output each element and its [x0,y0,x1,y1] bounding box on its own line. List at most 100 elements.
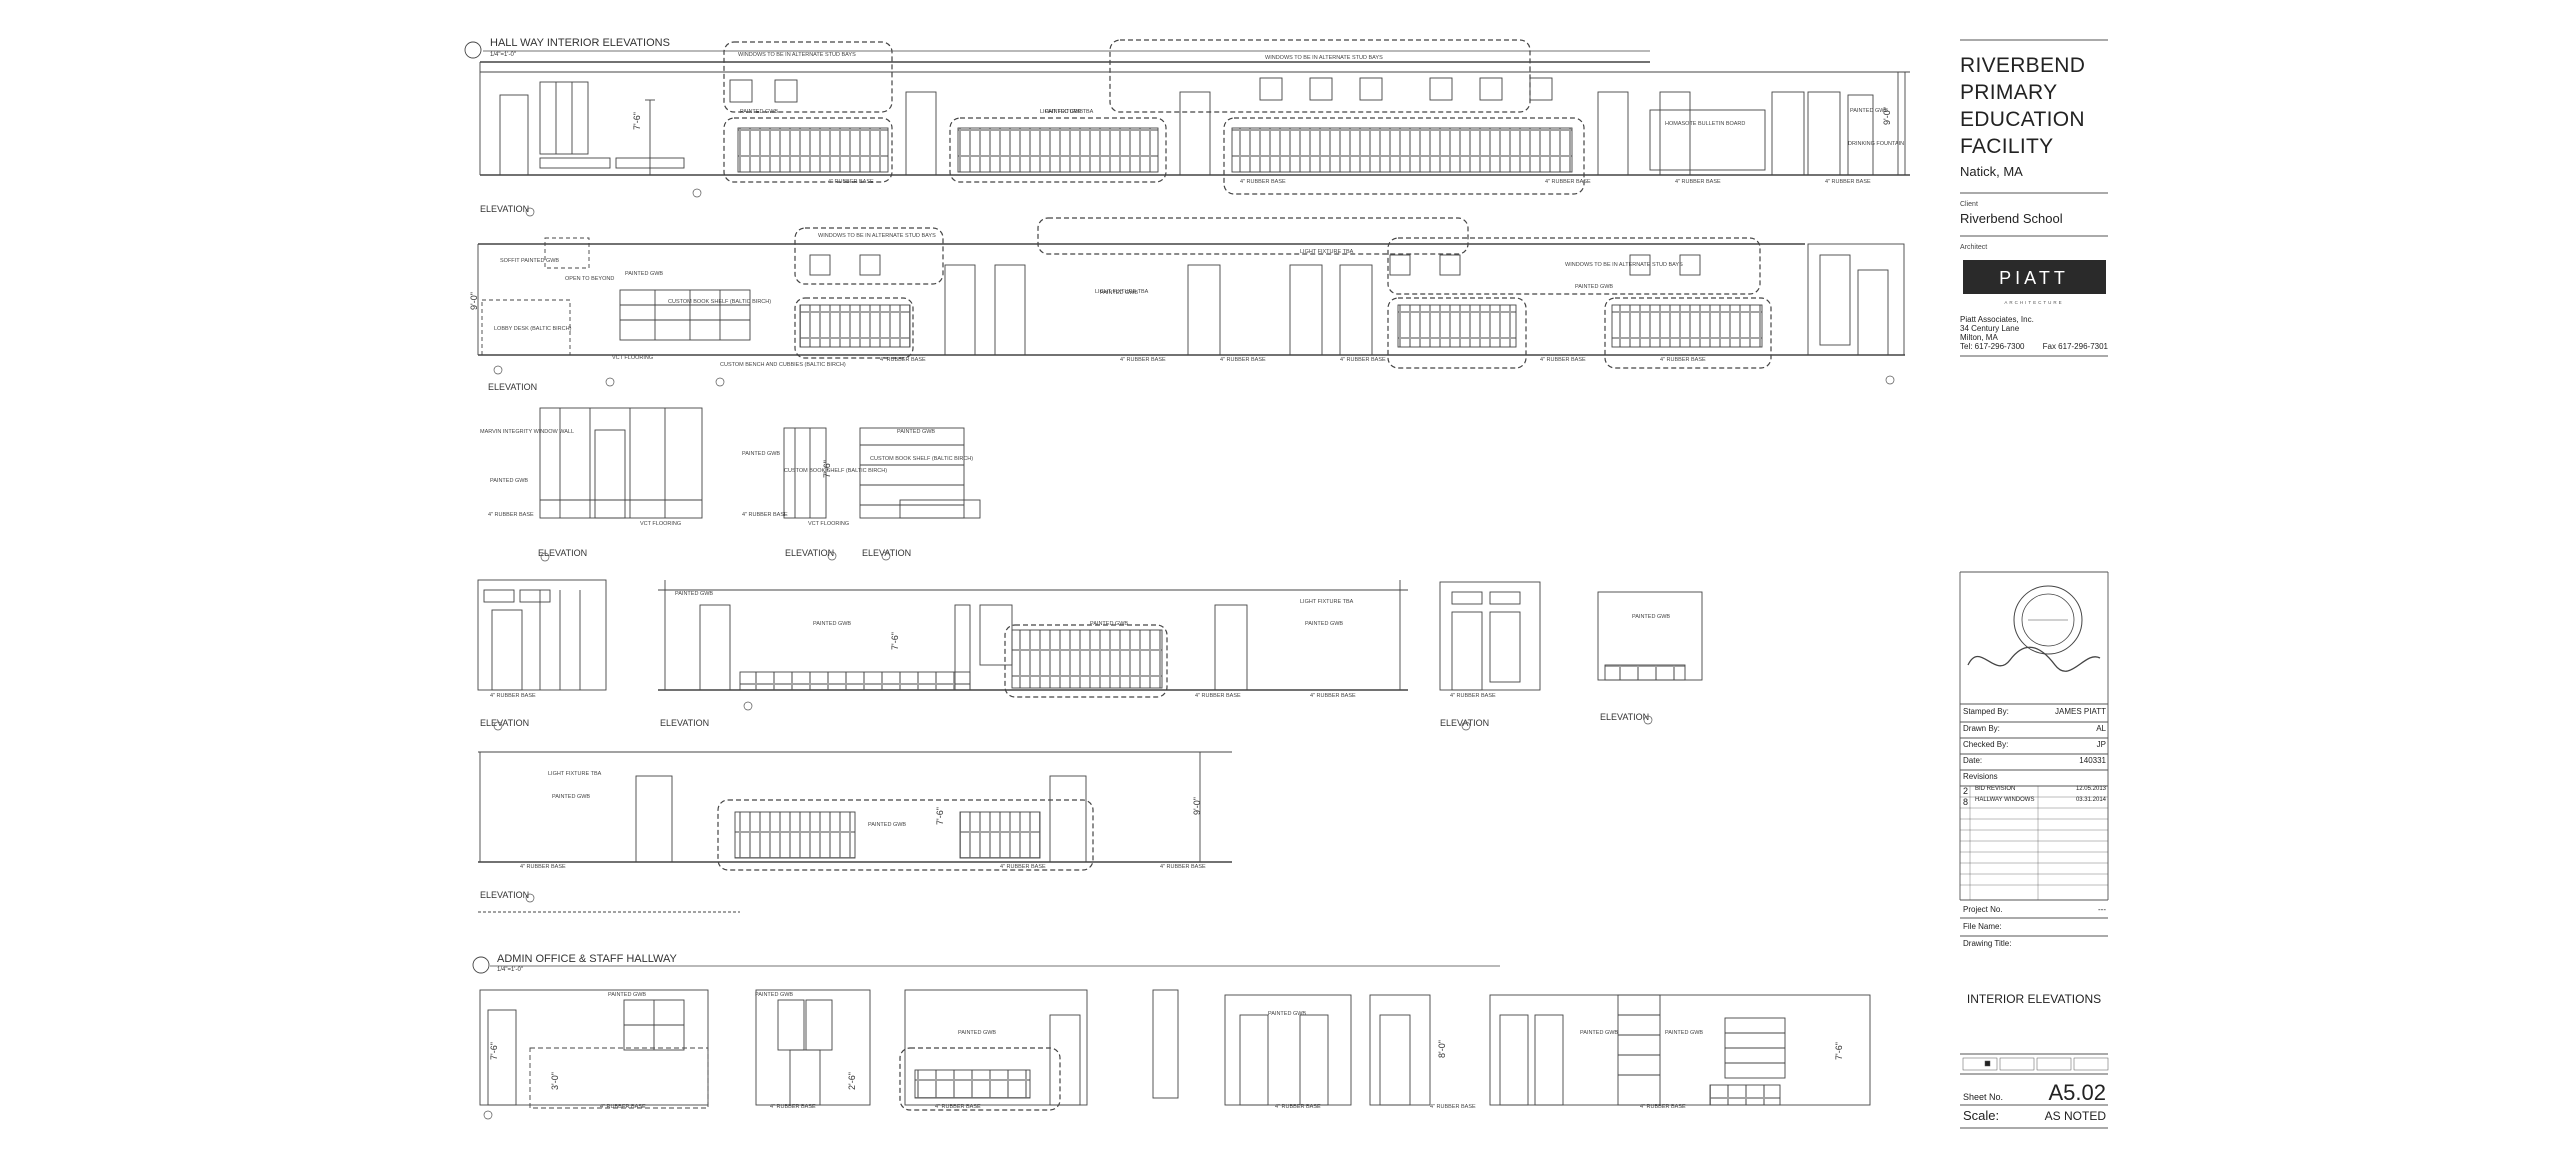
note-rubber-base: 4" RUBBER BASE [1450,693,1496,699]
drawing-title: INTERIOR ELEVATIONS [1966,992,2102,1006]
note-drinking: DRINKING FOUNTAIN [1848,141,1904,147]
note-painted-gwb: PAINTED GWB [675,591,713,597]
note-vct: VCT FLOORING [808,521,849,527]
note-rubber-base: 4" RUBBER BASE [935,1104,981,1110]
elevation-label: ELEVATION [862,548,911,558]
section1-scale: 1/4"=1'-0" [490,52,516,58]
elevation-row-1 [479,39,1910,195]
note-rubber-base: 4" RUBBER BASE [488,512,534,518]
note-rubber-base: 4" RUBBER BASE [1640,1104,1686,1110]
note-rubber-base: 4" RUBBER BASE [520,864,566,870]
revision-row: 8 HALLWAY WINDOWS 03.31.2014 [1963,797,2106,807]
client-name: Riverbend School [1960,211,2063,226]
file-name-row: File Name: [1963,922,2002,931]
dim-7-6: 7'-6" [822,460,832,478]
architect-logo [1963,260,2106,294]
note-rubber-base: 4" RUBBER BASE [770,1104,816,1110]
note-custom-bench: CUSTOM BENCH AND CUBBIES (BALTIC BIRCH) [720,362,846,368]
note-painted-gwb: PAINTED GWB [1090,621,1128,627]
dim-7-6: 7'-6" [935,807,945,825]
note-rubber-base: 4" RUBBER BASE [1195,693,1241,699]
note-marvin: MARVIN INTEGRITY WINDOW WALL [480,429,574,435]
note-painted-gwb: PAINTED GWB [608,992,646,998]
note-painted-gwb: PAINTED GWB [958,1030,996,1036]
note-painted-gwb: PAINTED GWB [1850,108,1888,114]
note-vct: VCT FLOORING [640,521,681,527]
note-painted-gwb: PAINTED GWB [625,271,663,277]
note-windows: WINDOWS TO BE IN ALTERNATE STUD BAYS [1565,262,1683,268]
elevation-label: ELEVATION [785,548,834,558]
note-painted-gwb: PAINTED GWB [552,794,590,800]
note-windows: WINDOWS TO BE IN ALTERNATE STUD BAYS [738,52,856,58]
dim-7-6: 7'-6" [632,112,642,130]
note-painted-gwb: PAINTED GWB [1632,614,1670,620]
dim-7-6: 7'-6" [1834,1042,1844,1060]
note-painted-gwb: PAINTED GWB [813,621,851,627]
note-painted-gwb: PAINTED GWB [490,478,528,484]
note-light-fixture: LIGHT FIXTURE TBA [1300,599,1354,605]
note-vct: VCT FLOORING [612,355,653,361]
note-rubber-base: 4" RUBBER BASE [742,512,788,518]
note-rubber-base: 4" RUBBER BASE [1675,179,1721,185]
elevation-row-2 [477,217,1905,369]
note-windows: WINDOWS TO BE IN ALTERNATE STUD BAYS [818,233,936,239]
project-location: Natick, MA [1960,164,2023,179]
dim-8-0: 8'-0" [1437,1040,1447,1058]
date-row: Date:140331 [1963,756,2106,765]
architect-fax: Fax 617-296-7301 [2042,342,2108,351]
project-name: RIVERBEND PRIMARY EDUCATION FACILITY [1960,54,2086,158]
note-rubber-base: 4" RUBBER BASE [1120,357,1166,363]
note-painted-gwb: PAINTED GWB [1045,109,1083,115]
revisions-label: Revisions [1963,772,1998,781]
note-lobby-desk: LOBBY DESK (BALTIC BIRCH) [494,326,572,332]
elevation-label: ELEVATION [660,718,709,728]
elevation-label: ELEVATION [480,204,529,214]
note-open: OPEN TO BEYOND [565,276,614,282]
note-light-fixture: LIGHT FIXTURE TBA [1095,289,1149,295]
sheet-no-row: Sheet No.A5.02 [1963,1080,2106,1105]
project-no-row: Project No.--- [1963,905,2106,914]
note-rubber-base: 4" RUBBER BASE [1220,357,1266,363]
dim-9-0: 9'-0" [1882,107,1892,125]
elevation-row-4 [477,579,1703,698]
section2-title: ADMIN OFFICE & STAFF HALLWAY [497,953,678,965]
note-custom-book: CUSTOM BOOK SHELF (BALTIC BIRCH) [668,299,771,305]
note-painted-gwb: PAINTED GWB [1100,290,1138,296]
drawn-by-row: Drawn By:AL [1963,724,2106,733]
note-light-fixture: LIGHT FIXTURE TBA [548,771,602,777]
elevation-label: ELEVATION [480,718,529,728]
elevation-row-3 [539,407,981,519]
dim-7-6: 7'-6" [489,1042,499,1060]
logo-text: PIATT [1999,268,2069,288]
note-painted-gwb: PAINTED GWB [897,429,935,435]
client-label: Client [1960,201,1978,208]
note-painted-gwb: PAINTED GWB [740,109,778,115]
section1-title: HALL WAY INTERIOR ELEVATIONS [490,37,670,49]
note-rubber-base: 4" RUBBER BASE [1160,864,1206,870]
elevation-label: ELEVATION [538,548,587,558]
architect-label: Architect [1960,244,1988,251]
note-rubber-base: 4" RUBBER BASE [1275,1104,1321,1110]
note-painted-gwb: PAINTED GWB [742,451,780,457]
logo-sub: ARCHITECTURE [2004,300,2063,305]
elevation-row-6 [479,989,1871,1111]
dim-7-6: 7'-6" [890,632,900,650]
note-light-fixture: LIGHT FIXTURE TBA [1300,249,1354,255]
note-custom-book: CUSTOM BOOK SHELF (BALTIC BIRCH) [870,456,973,462]
checked-by-row: Checked By:JP [1963,740,2106,749]
note-rubber-base: 4" RUBBER BASE [600,1104,646,1110]
note-painted-gwb: PAINTED GWB [1305,621,1343,627]
elevation-label: ELEVATION [488,382,537,392]
stamped-by-row: Stamped By:JAMES PIATT [1963,707,2106,716]
note-rubber-base: 4" RUBBER BASE [1430,1104,1476,1110]
note-soffit: SOFFIT PAINTED GWB [500,258,559,264]
dim-9-0: 9'-0" [1192,797,1202,815]
note-painted-gwb: PAINTED GWB [868,822,906,828]
note-rubber-base: 4" RUBBER BASE [490,693,536,699]
dim-3-0: 3'-0" [550,1072,560,1090]
architect-address: Piatt Associates, Inc. 34 Century Lane M… [1960,315,2108,351]
elevation-label: ELEVATION [1600,712,1649,722]
note-windows: WINDOWS TO BE IN ALTERNATE STUD BAYS [1265,55,1383,61]
elevation-label: ELEVATION [480,890,529,900]
